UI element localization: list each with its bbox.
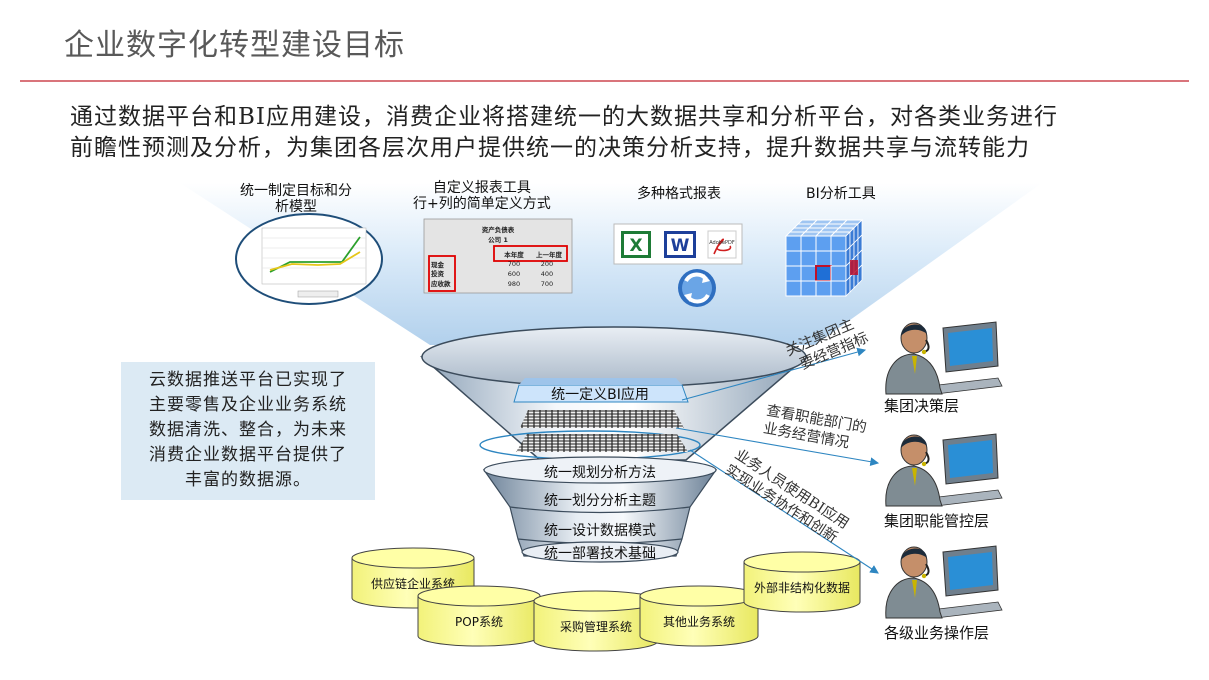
svg-text:W: W: [671, 236, 690, 256]
database-label-4: 其他业务系统: [663, 614, 735, 629]
mini-table-subtitle: 公司 1: [488, 236, 508, 244]
mini-table-row2-label: 投资: [431, 269, 445, 278]
arrow-to-operations: [689, 449, 879, 574]
role-operations-layer: 各级业务操作层: [884, 624, 990, 642]
user-at-computer-icon: [885, 433, 1003, 507]
role-functional-layer: 集团职能管控层: [884, 512, 990, 530]
role-decision-layer: 集团决策层: [884, 397, 960, 415]
database-label-5: 外部非结构化数据: [754, 580, 850, 595]
grid-layer-lower: [516, 434, 688, 452]
user-at-computer-icon: [885, 545, 1003, 619]
flow-arrows: [675, 347, 880, 574]
database-4: 其他业务系统: [639, 585, 759, 647]
database-label-1: 供应链企业系统: [371, 576, 455, 591]
funnel-layer-2: 统一划分分析主题: [544, 493, 656, 509]
tool-caption-model: 统一制定目标和分 析模型: [240, 183, 352, 215]
grid-layer-upper: [520, 410, 684, 428]
database-label-2: POP系统: [455, 615, 503, 629]
mini-table-col2: 上一年度: [536, 250, 563, 259]
mini-table-row3-label: 应收款: [431, 279, 451, 288]
report-format-icons: X W AdobePDF: [613, 223, 743, 307]
tool-caption-custom-report: 自定义报表工具 行+列的简单定义方式: [413, 180, 551, 212]
bi-layer-label: 统一定义BI应用: [551, 386, 649, 403]
funnel-layer-1: 统一规划分析方法: [544, 465, 656, 481]
arrow-to-functional: [675, 427, 880, 467]
mini-table-row1-label: 现金: [431, 260, 445, 269]
refresh-cycle-icon: [678, 269, 716, 307]
database-label-3: 采购管理系统: [560, 619, 632, 634]
mini-table-row1-v2: 200: [541, 260, 553, 268]
mini-table-row2-v2: 400: [541, 270, 553, 278]
mini-table-row3-v2: 700: [541, 280, 553, 288]
mini-table-row2-v1: 600: [508, 270, 520, 278]
mini-report-table: 资产负债表 公司 1 本年度 上一年度 现金 投资 应收款 700 200 60…: [423, 218, 573, 294]
database-2: POP系统: [417, 585, 541, 647]
database-5: 外部非结构化数据: [743, 551, 861, 613]
pdf-icon: AdobePDF: [707, 230, 737, 259]
database-3: 采购管理系统: [533, 590, 659, 652]
mini-table-title: 资产负债表: [482, 225, 515, 234]
cloud-data-note: 云数据推送平台已实现了 主要零售及企业业务系统 数据清洗、整合，为未来 消费企业…: [121, 362, 375, 500]
mini-table-row3-v1: 980: [508, 280, 520, 288]
mini-table-col1: 本年度: [504, 250, 524, 259]
arrow-to-decision: [681, 347, 867, 401]
bi-application-layer: 统一定义BI应用: [513, 378, 689, 403]
database-cylinders: 供应链企业系统 POP系统 采购管理系统 其他业务系统 外部非结构化数据: [351, 547, 861, 652]
intro-line-1: 通过数据平台和BI应用建设，消费企业将搭建统一的大数据共享和分析平台，对各类业务…: [70, 104, 1058, 130]
intro-text: 通过数据平台和BI应用建设，消费企业将搭建统一的大数据共享和分析平台，对各类业务…: [70, 102, 1058, 164]
intro-line-2: 前瞻性预测及分析，为集团各层次用户提供统一的决策分析支持，提升数据共享与流转能力: [70, 135, 1030, 161]
funnel-layer-4: 统一部署技术基础: [544, 545, 656, 562]
funnel-layer-3: 统一设计数据模式: [544, 523, 656, 539]
mini-table-row1-v1: 700: [508, 260, 520, 268]
excel-icon: X: [621, 231, 651, 258]
tool-caption-bi-tool: BI分析工具: [806, 186, 876, 202]
svg-text:X: X: [629, 236, 642, 256]
page-title: 企业数字化转型建设目标: [64, 28, 405, 63]
word-icon: W: [664, 231, 696, 258]
pdf-label: AdobePDF: [709, 240, 735, 246]
tool-caption-report-formats: 多种格式报表: [637, 186, 721, 202]
bi-cube-icon: [784, 219, 864, 297]
funnel-lower-stack: 统一规划分析方法 统一划分分析主题 统一设计数据模式 统一部署技术基础: [482, 456, 718, 563]
title-divider: [20, 80, 1189, 82]
line-chart-thumbnail: [235, 213, 383, 305]
user-at-computer-icon: [885, 321, 1003, 395]
